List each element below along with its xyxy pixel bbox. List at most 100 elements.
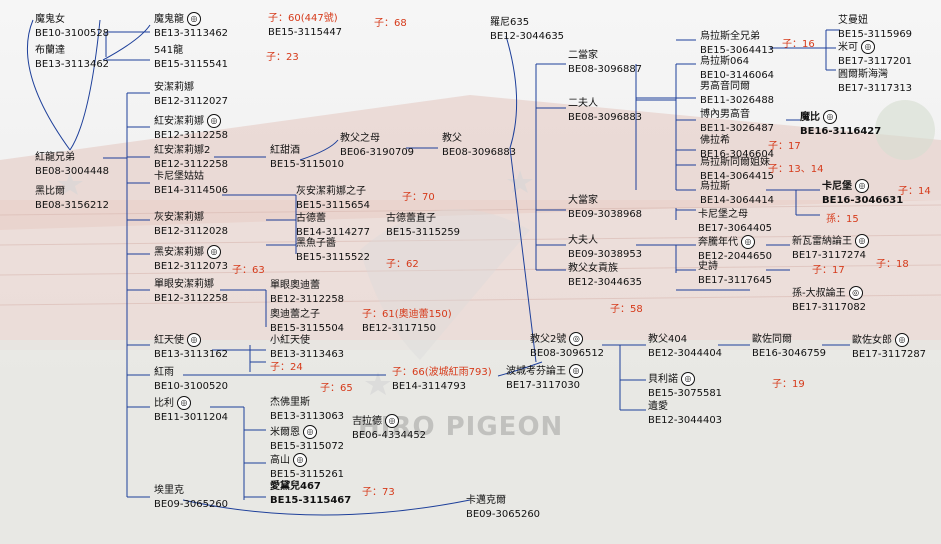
node-28[interactable]: 高山◎BE15-3115261 <box>270 453 344 482</box>
node-ring: BE08-3004448 <box>35 166 110 177</box>
node-27[interactable]: 米爾恩◎BE15-3115072 <box>270 425 344 454</box>
node-40[interactable]: 教父2號◎BE08-3096512 <box>530 332 604 361</box>
node-12[interactable]: 黑安潔莉娜◎BE12-3112073 <box>154 245 228 274</box>
node-name: 單眼奧迪蕾 <box>270 280 320 291</box>
node-name: 大夫人 <box>568 235 598 246</box>
node-16[interactable]: 比利◎BE11-3011204 <box>154 396 228 425</box>
node-ring: BE09-3065260 <box>154 499 229 510</box>
node-name: 愛黛兒467 <box>270 481 321 492</box>
node-50[interactable]: 奔騰年代◎BE12-2044650 <box>698 235 772 264</box>
node-ring: BE09-3038968 <box>568 209 643 220</box>
node-ring: BE15-3075581 <box>648 388 723 399</box>
offspring-note: 子：61(奧迪蕾150)BE12-3117150 <box>362 309 452 334</box>
node-ring: BE15-3115969 <box>838 29 913 40</box>
node-37[interactable]: 大當家 BE09-3038968 <box>568 194 642 222</box>
node-31[interactable]: 吉拉德◎BE06-4334452 <box>352 414 426 443</box>
node-ring: BE11-3026488 <box>700 95 775 106</box>
node-57[interactable]: 新瓦雷納論王◎BE17-3117274 <box>792 234 869 263</box>
node-name: 烏拉斯同爾姐妹 <box>700 157 770 168</box>
node-name: 比利 <box>154 398 174 409</box>
node-ring: BE12-3044403 <box>648 415 723 426</box>
medal-icon: ◎ <box>187 333 201 347</box>
node-name: 教父404 <box>648 334 688 345</box>
offspring-note: 子：13、14 <box>768 164 824 175</box>
node-name: 紅天使 <box>154 335 184 346</box>
node-ring: BE17-3117645 <box>698 275 773 286</box>
node-55[interactable]: 魔比◎BE16-3116427 <box>800 110 881 139</box>
offspring-note: 子：17 <box>768 141 801 152</box>
node-53[interactable]: 米可◎BE17-3117201 <box>838 40 912 69</box>
node-58[interactable]: 孫-大叔論王◎BE17-3117082 <box>792 286 866 315</box>
node-5[interactable]: 魔鬼龍◎BE13-3113462 <box>154 12 228 41</box>
node-name: 大當家 <box>568 195 598 206</box>
node-name: 卡尼堡 <box>822 181 852 192</box>
node-41[interactable]: 波城考芬論王◎BE17-3117030 <box>506 364 583 393</box>
node-name: 歐佐同爾 <box>752 334 792 345</box>
offspring-note: 子：19 <box>772 379 805 390</box>
node-ring: BE15-3115504 <box>270 323 345 334</box>
offspring-note: 子：70 <box>402 192 435 203</box>
node-ring: BE15-3115072 <box>270 441 345 452</box>
node-ring: BE17-3117030 <box>506 380 581 391</box>
node-name: 教父 <box>442 133 462 144</box>
node-14[interactable]: 紅天使◎BE13-3113162 <box>154 333 228 362</box>
node-ring: BE16-3046631 <box>822 195 904 206</box>
node-ring: BE13-3113462 <box>154 28 229 39</box>
node-61[interactable]: 歐佐女郎◎BE17-3117287 <box>852 333 926 362</box>
node-62[interactable]: 貝利諾◎BE15-3075581 <box>648 372 722 401</box>
node-name: 小紅天使 <box>270 335 310 346</box>
medal-icon: ◎ <box>207 245 221 259</box>
node-name: 灰安潔莉娜之子 <box>296 186 366 197</box>
node-name: 安潔莉娜 <box>154 82 194 93</box>
node-name: 魔鬼女 <box>35 14 65 25</box>
medal-icon: ◎ <box>569 332 584 346</box>
node-56[interactable]: 卡尼堡◎BE16-3046631 <box>822 179 903 208</box>
node-ring: BE10-3100520 <box>154 381 229 392</box>
node-8[interactable]: 紅安潔莉娜◎BE12-3112258 <box>154 114 228 143</box>
